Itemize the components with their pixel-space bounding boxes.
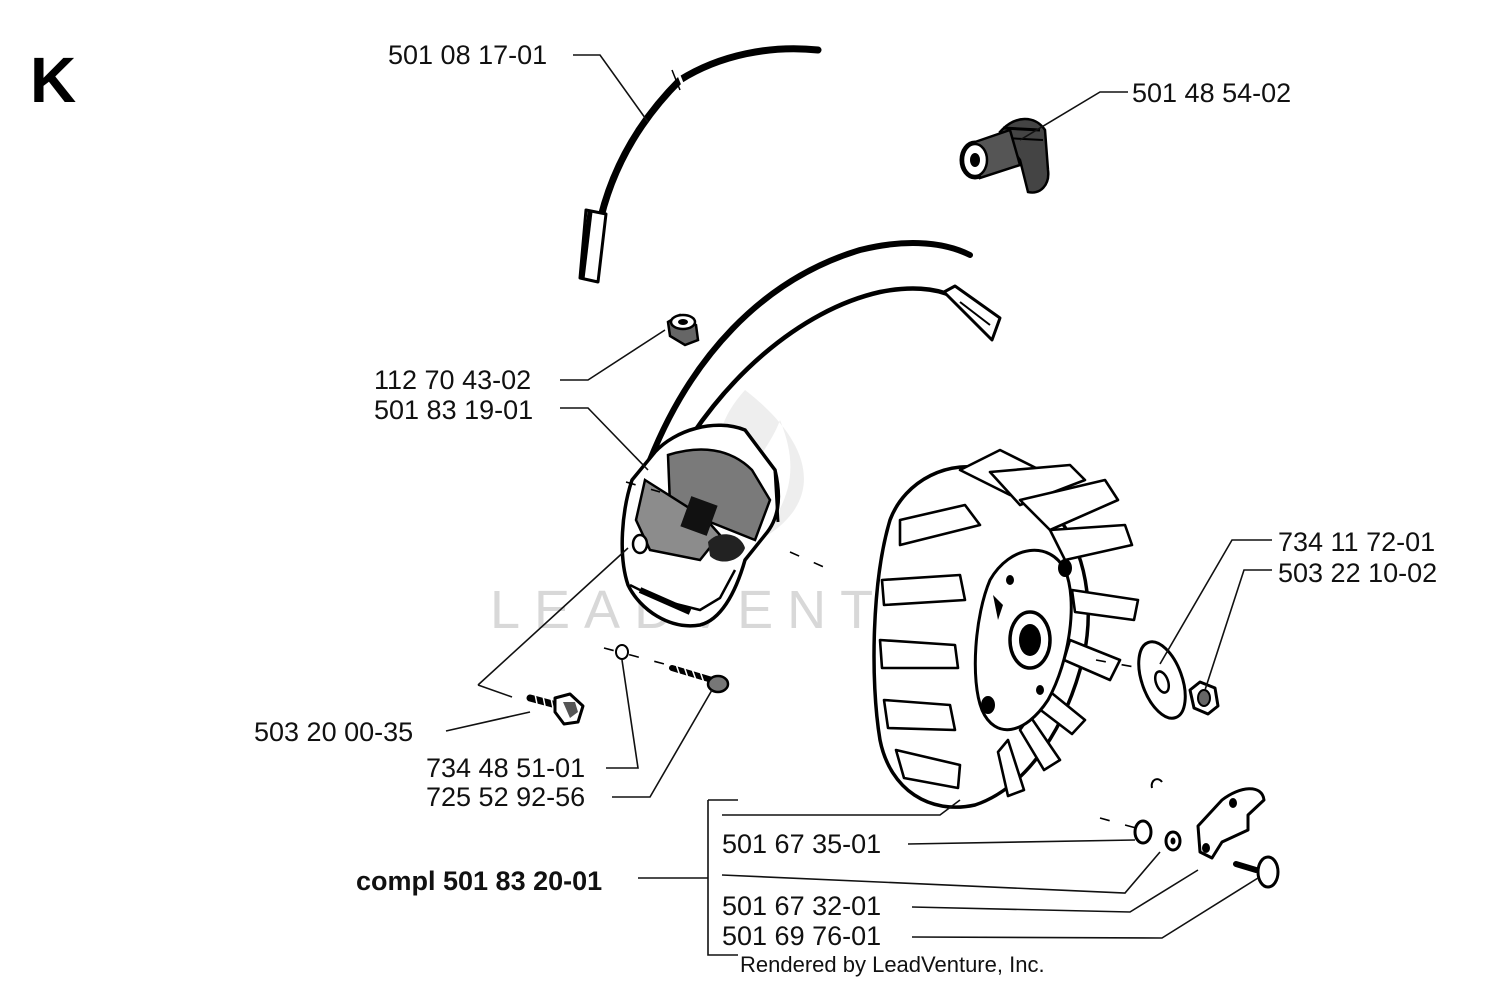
assembly-axis-line-screws	[603, 647, 673, 667]
leader-lines	[445, 54, 1272, 956]
part-label-734-11-72-01: 734 11 72-01	[1278, 527, 1435, 557]
spring-drawing	[1150, 778, 1163, 789]
pawl-bushing-drawing	[1133, 819, 1153, 845]
spark-plug-cap-drawing	[959, 117, 1050, 194]
part-label-501-69-76-01: 501 69 76-01	[722, 921, 881, 951]
part-label-501-83-19-01: 501 83 19-01	[374, 395, 533, 425]
large-washer-drawing	[1137, 640, 1187, 720]
part-label-501-67-35-01: 501 67 35-01	[722, 829, 881, 859]
part-label-501-08-17-01: 501 08 17-01	[388, 40, 547, 70]
section-letter: K	[30, 44, 76, 116]
footer-credit: Rendered by LeadVenture, Inc.	[740, 952, 1045, 977]
assembly-axis-line-module	[625, 481, 661, 493]
grommet-drawing	[666, 313, 700, 347]
pawl-drawing	[1196, 787, 1266, 860]
pawl-pivot-pin-drawing	[1233, 855, 1280, 889]
part-label-503-22-10-02: 503 22 10-02	[1278, 558, 1437, 588]
part-label-112-70-43-02: 112 70 43-02	[374, 365, 531, 395]
screw-long-drawing	[669, 663, 730, 694]
assembly-axis-line-center	[789, 551, 827, 569]
part-label-501-67-32-01: 501 67 32-01	[722, 891, 881, 921]
assembly-axis-line-flywheel	[1095, 659, 1141, 669]
flywheel-nut-drawing	[1188, 680, 1220, 716]
part-label-501-48-54-02: 501 48 54-02	[1132, 78, 1291, 108]
assembly-axis-line-pawl	[1099, 817, 1137, 829]
part-label-503-20-00-35: 503 20 00-35	[254, 717, 413, 747]
washer-small-drawing	[615, 644, 629, 660]
ignition-lead-drawing	[578, 45, 822, 284]
ignition-module-drawing	[620, 240, 1002, 628]
part-label-725-52-92-56: 725 52 92-56	[426, 782, 585, 812]
flange-screw-drawing	[526, 692, 585, 726]
assembly-label: compl 501 83 20-01	[356, 866, 602, 896]
part-label-734-48-51-01: 734 48 51-01	[426, 753, 585, 783]
flywheel-drawing	[872, 448, 1140, 809]
